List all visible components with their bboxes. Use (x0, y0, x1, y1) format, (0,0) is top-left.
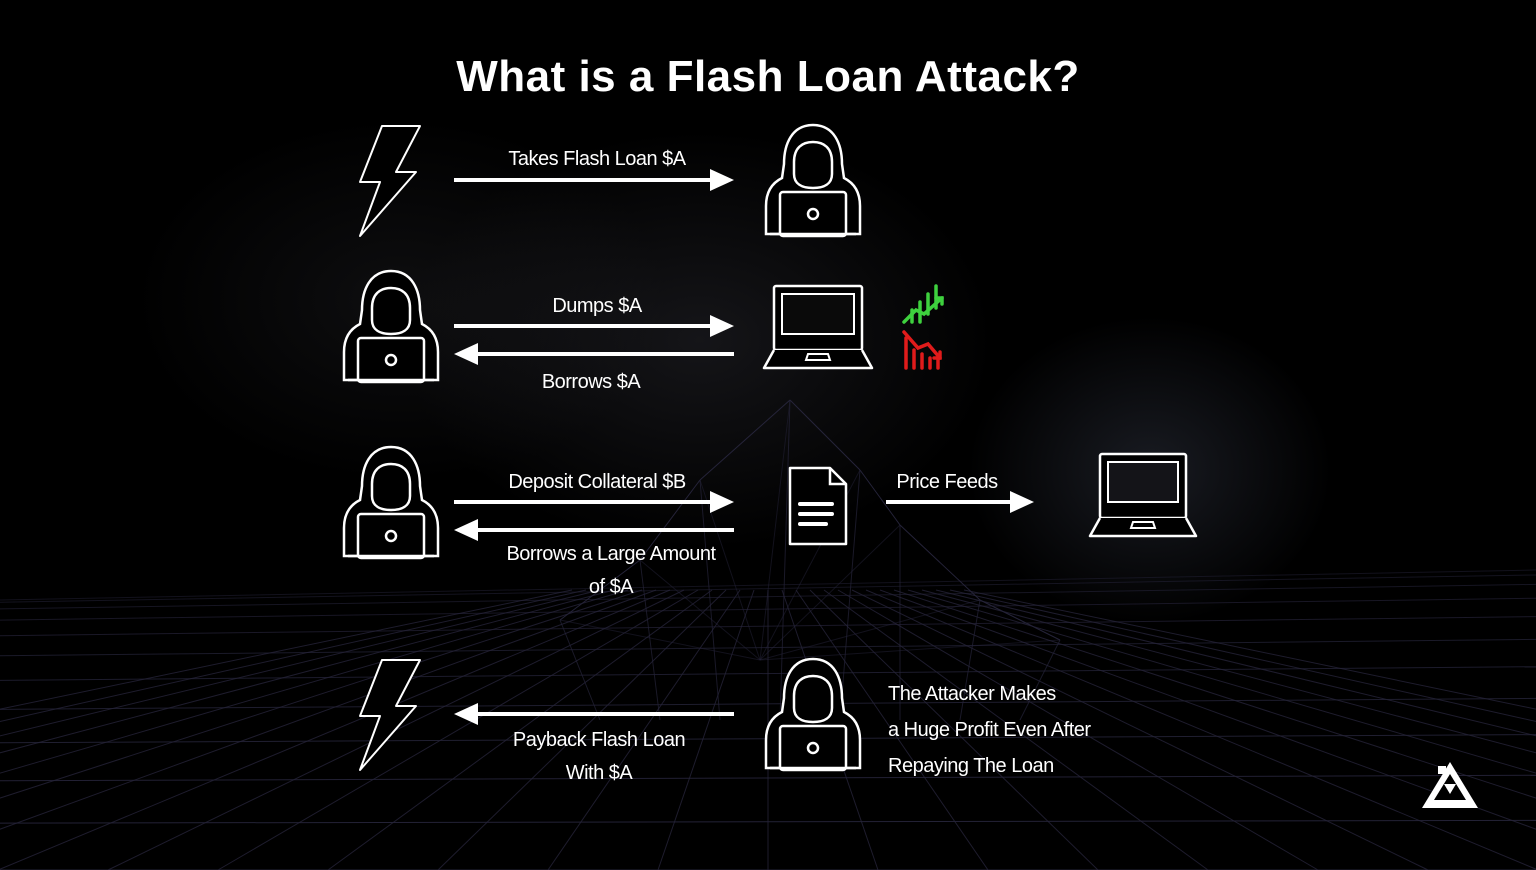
arrow-right (886, 491, 1034, 513)
payback-line1: Payback Flash Loan (512, 729, 686, 751)
borrows-large-line1: Borrows a Large Amount (506, 543, 716, 565)
attacker-profit-text: The Attacker Makes a Huge Profit Even Af… (888, 676, 1148, 784)
deposit-collateral-label: Deposit Collateral $B (508, 471, 686, 493)
dumps-label: Dumps $A (552, 295, 642, 317)
page-title: What is a Flash Loan Attack? (456, 52, 1080, 101)
chart-down-icon (902, 330, 942, 370)
document-icon (788, 466, 848, 546)
lightning-icon (359, 659, 421, 771)
profit-line2: a Huge Profit Even After (888, 719, 1091, 741)
hacker-icon (764, 123, 862, 238)
payback-line2: With $A (565, 762, 633, 784)
laptop-icon (762, 284, 874, 370)
price-feeds-label: Price Feeds (896, 471, 998, 493)
lightning-icon (359, 125, 421, 237)
borrows-large-line2: of $A (588, 576, 634, 598)
arrow-left (454, 343, 734, 365)
laptop-icon (1088, 452, 1198, 538)
arrow-right (454, 169, 734, 191)
takes-flash-loan-label: Takes Flash Loan $A (508, 148, 686, 170)
arrow-right (454, 491, 734, 513)
payback-label: Payback Flash Loan With $A (454, 724, 744, 790)
logo-icon (1422, 762, 1478, 808)
arrow-right (454, 315, 734, 337)
hacker-icon (342, 269, 440, 384)
hacker-icon (342, 445, 440, 560)
borrows-large-label: Borrows a Large Amount of $A (466, 538, 756, 604)
hacker-icon (764, 657, 862, 772)
profit-line3: Repaying The Loan (888, 755, 1054, 777)
profit-line1: The Attacker Makes (888, 683, 1056, 705)
arrow-left (454, 703, 734, 725)
arrow-left (454, 519, 734, 541)
chart-up-icon (902, 284, 944, 324)
borrows-label: Borrows $A (541, 371, 641, 393)
